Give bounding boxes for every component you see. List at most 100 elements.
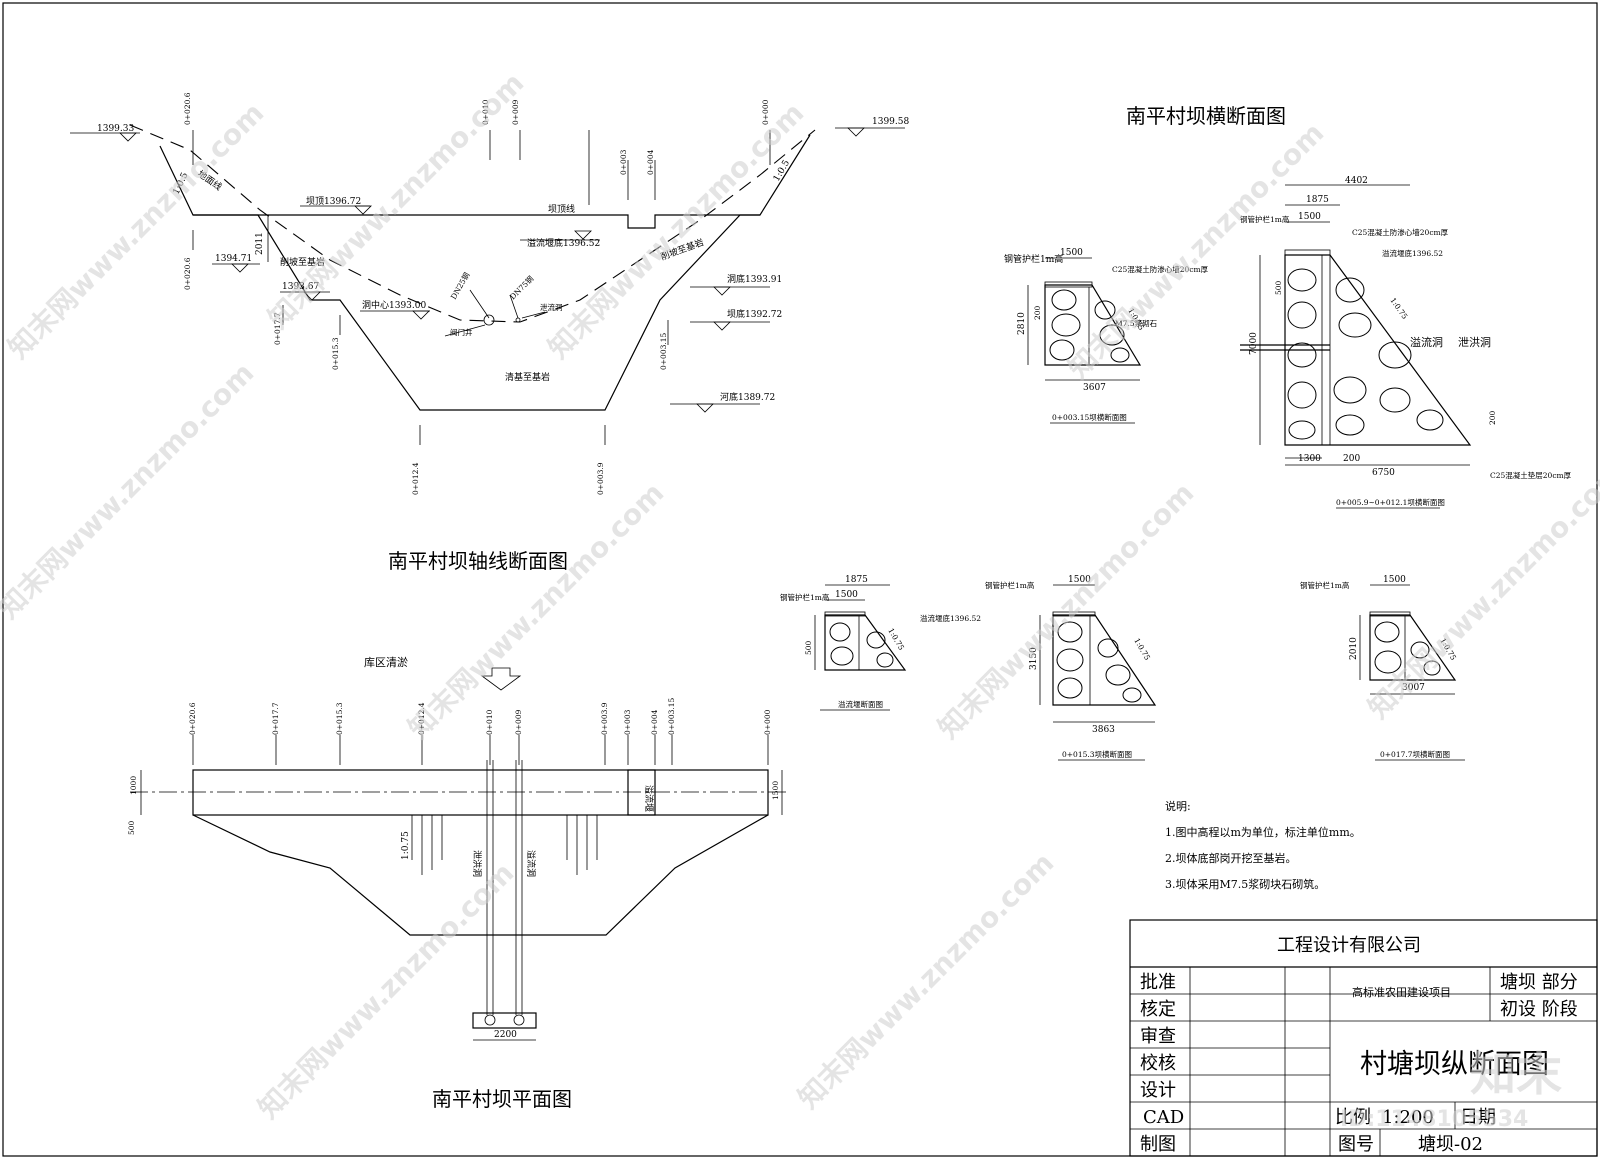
plan-station-9: 0+004	[650, 709, 659, 735]
s2-guard: 钢管护栏1m高	[1240, 214, 1290, 224]
axis-bottom-station-2: 0+003.9	[596, 462, 605, 495]
s2-w3: 1500	[1298, 212, 1321, 222]
plan-station-7: 0+003.9	[600, 702, 609, 735]
plan-spillway: 溢流堰	[643, 785, 655, 812]
axis-mid-station-3: 0+015.3	[331, 337, 340, 370]
elev-1394: 1394.71	[215, 254, 252, 264]
reservoir-cleanup-label: 库区清淤	[364, 656, 408, 669]
s4-h: 3150	[1029, 647, 1039, 670]
pipe-2: DN75钢	[507, 273, 535, 301]
elev-right: 1399.58	[872, 117, 909, 127]
valve-label: 阀门井	[450, 327, 473, 337]
s5-h: 2010	[1349, 637, 1359, 660]
tb-role-check: 校核	[1140, 1053, 1176, 1074]
plan-station-5: 0+010	[485, 709, 494, 735]
watermark-logo: 知末	[1470, 1047, 1562, 1101]
watermark-1: 知末网www.znzmo.com	[2, 96, 271, 365]
note-2: 2.坝体底部岗开挖至基岩。	[1165, 851, 1297, 865]
axis-mid-station-2: 0+017.7	[273, 312, 282, 345]
notes: 说明: 1.图中高程以m为单位，标注单位mm。 2.坝体底部岗开挖至基岩。 3.…	[1165, 799, 1361, 891]
axis-top-station-1: 0+020.6	[183, 92, 192, 125]
tb-date-label: 日期	[1460, 1107, 1496, 1128]
tb-stage: 初设 阶段	[1500, 999, 1578, 1020]
spillway-bottom-label: 溢流堰底1396.52	[527, 237, 600, 249]
plan-station-3: 0+015.3	[335, 702, 344, 735]
s1-h: 2810	[1017, 312, 1027, 335]
tb-scale-value: 1:200	[1382, 1107, 1434, 1128]
dim-2011: 2011	[255, 232, 265, 255]
s5-guard: 钢管护栏1m高	[1300, 580, 1350, 590]
s3-h: 500	[804, 640, 813, 655]
s2-w1: 4402	[1345, 176, 1368, 186]
s2-caption: 0+005.9~0+012.1坝横断面图	[1336, 497, 1445, 507]
s1-base: 3607	[1083, 383, 1106, 393]
s2-base: 6750	[1372, 468, 1395, 478]
s2-spill: 溢流堰底1396.52	[1382, 248, 1443, 258]
title-block: 工程设计有限公司 批准 核定 审查 校核 设计 CAD 制图 高标准农田建设项目…	[1129, 919, 1598, 1157]
elev-1393: 1393.67	[282, 282, 319, 292]
plan-station-2: 0+017.7	[271, 702, 280, 735]
s4-top: 1500	[1068, 575, 1091, 585]
axis-top-station-3: 0+009	[511, 99, 520, 125]
note-3: 3.坝体采用M7.5浆砌块石砌筑。	[1165, 877, 1325, 891]
watermark-9: 知末网www.znzmo.com	[252, 856, 521, 1125]
s4-slope: 1:0.75	[1132, 637, 1152, 662]
plan-dim-500: 500	[127, 820, 136, 835]
s3-w2: 1500	[835, 590, 858, 600]
tb-drawing-no: 塘坝-02	[1418, 1134, 1483, 1155]
s3-spill: 溢流堰底1396.52	[920, 613, 981, 623]
axis-section-title: 南平村坝轴线断面图	[388, 549, 568, 573]
plan-dim-1500: 1500	[771, 781, 780, 800]
elev-left: 1399.33	[97, 124, 134, 134]
s2-overflow: 溢流洞	[1410, 335, 1443, 349]
tb-role-approve: 批准	[1140, 972, 1176, 993]
plan-flood-tunnel: 泄洪洞	[471, 850, 483, 877]
s1-guard: 钢管护栏1m高	[1004, 253, 1063, 265]
s2-h: 7000	[1249, 332, 1259, 355]
plan-drawing: 库区清淤 溢流堰 2200 泄洪洞 溢流洞 1:0.75 1000	[127, 656, 790, 1041]
s2-flood: 泄洪洞	[1458, 335, 1491, 349]
s1-top: 1500	[1060, 248, 1083, 258]
tb-project: 高标准农田建设项目	[1352, 985, 1451, 999]
cross-section-title: 南平村坝横断面图	[1126, 104, 1286, 128]
tb-role-design: 设计	[1140, 1080, 1176, 1101]
plan-title: 南平村坝平面图	[432, 1087, 572, 1111]
s2-h2: 500	[1274, 280, 1283, 295]
plan-overflow-tunnel: 溢流洞	[525, 850, 537, 877]
s5-caption: 0+017.7坝横断面图	[1380, 749, 1450, 759]
plan-station-8: 0+003	[623, 709, 632, 735]
axis-mid-station-4: 0+003.15	[659, 332, 668, 370]
excavation-3: 清基至基岩	[505, 371, 550, 383]
s2-w2: 1875	[1306, 195, 1329, 205]
axis-mid-station-1: 0+020.6	[183, 257, 192, 290]
plan-dim-1000: 1000	[129, 776, 138, 795]
cross-section-0-003-15: 1500 钢管护栏1m高 C25混凝土防渗心墙20cm厚 M7.5浆砌石 1:0…	[1004, 248, 1209, 424]
s1-caption: 0+003.15坝横断面图	[1052, 412, 1127, 422]
s5-top: 1500	[1383, 575, 1406, 585]
s5-base: 3007	[1402, 683, 1425, 693]
watermark-3: 知末网www.znzmo.com	[542, 96, 811, 365]
s3-guard: 钢管护栏1m高	[780, 592, 830, 602]
plan-dim-2200: 2200	[494, 1030, 517, 1040]
tb-role-draw: 制图	[1140, 1134, 1176, 1155]
s2-d200: 200	[1488, 410, 1497, 425]
plan-station-6: 0+009	[514, 709, 523, 735]
tb-company: 工程设计有限公司	[1277, 935, 1421, 956]
s4-guard: 钢管护栏1m高	[985, 580, 1035, 590]
plan-slope: 1:0.75	[401, 831, 411, 860]
tb-drawing-no-label: 图号	[1338, 1134, 1374, 1155]
plan-station-4: 0+012.4	[417, 702, 426, 735]
s2-c25b: C25混凝土垫层20cm厚	[1490, 470, 1572, 480]
crest-label: 坝顶1396.72	[306, 196, 361, 207]
s2-b2: 200	[1343, 454, 1360, 464]
tb-drawing-title: 村塘坝纵断面图	[1360, 1049, 1549, 1080]
excavation-1: 削坡至基岩	[280, 256, 325, 268]
s4-caption: 0+015.3坝横断面图	[1062, 749, 1132, 759]
s2-c25: C25混凝土防渗心墙20cm厚	[1352, 227, 1449, 237]
watermark-10: 知末网www.znzmo.com	[792, 846, 1061, 1115]
axis-top-station-5: 0+003	[619, 149, 628, 175]
tb-role-review: 审查	[1140, 1026, 1176, 1047]
cross-section-spillway: 1875 1500 钢管护栏1m高 溢流堰底1396.52 500 1:0.75…	[780, 575, 981, 711]
